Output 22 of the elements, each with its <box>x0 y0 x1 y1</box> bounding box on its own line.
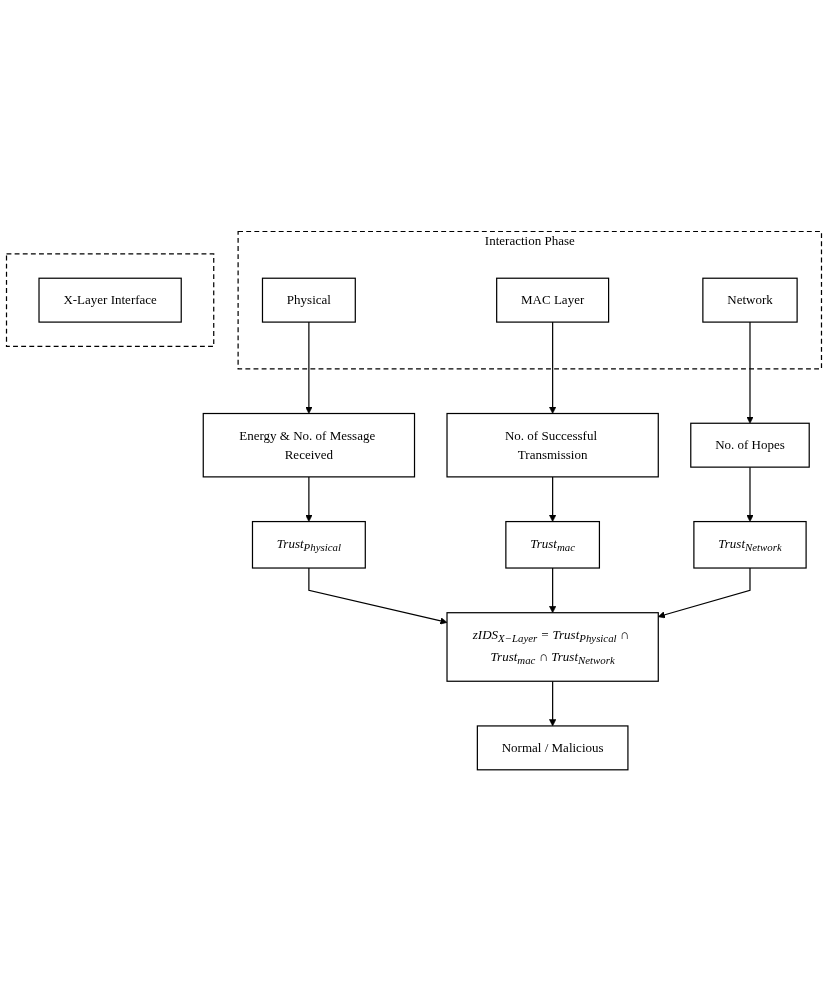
node-box: zIDS$_{X−Layer}$ = Trust$_{Physical}$ ∩ Trust$_{mac}$ ∩ Trust$_{Network}$ <box>446 611 659 682</box>
node-box: MAC Layer <box>496 277 610 323</box>
arrow <box>746 321 754 424</box>
arrow <box>746 466 754 522</box>
cluster <box>5 253 215 347</box>
node-box: Normal / Malicious <box>476 725 629 771</box>
node-box: Network <box>702 277 798 323</box>
node-box: Trust$_{mac}$ <box>505 520 601 569</box>
arrow <box>549 680 557 727</box>
arrow <box>305 321 313 414</box>
node-box: Energy & No. of Message Received <box>202 412 416 478</box>
arrow <box>549 321 557 414</box>
arrow <box>549 476 557 522</box>
node-box: Physical <box>261 277 356 323</box>
node-box: No. of Hopes <box>690 422 810 468</box>
node-box: No. of Successful Transmission <box>446 412 659 478</box>
arrow <box>305 476 313 522</box>
node-box: X-Layer Interface <box>38 277 182 323</box>
arrow <box>549 567 557 613</box>
node-box: Trust$_{Network}$ <box>693 520 807 569</box>
node-box: Trust$_{Physical}$ <box>251 520 366 569</box>
arrow <box>308 567 448 625</box>
